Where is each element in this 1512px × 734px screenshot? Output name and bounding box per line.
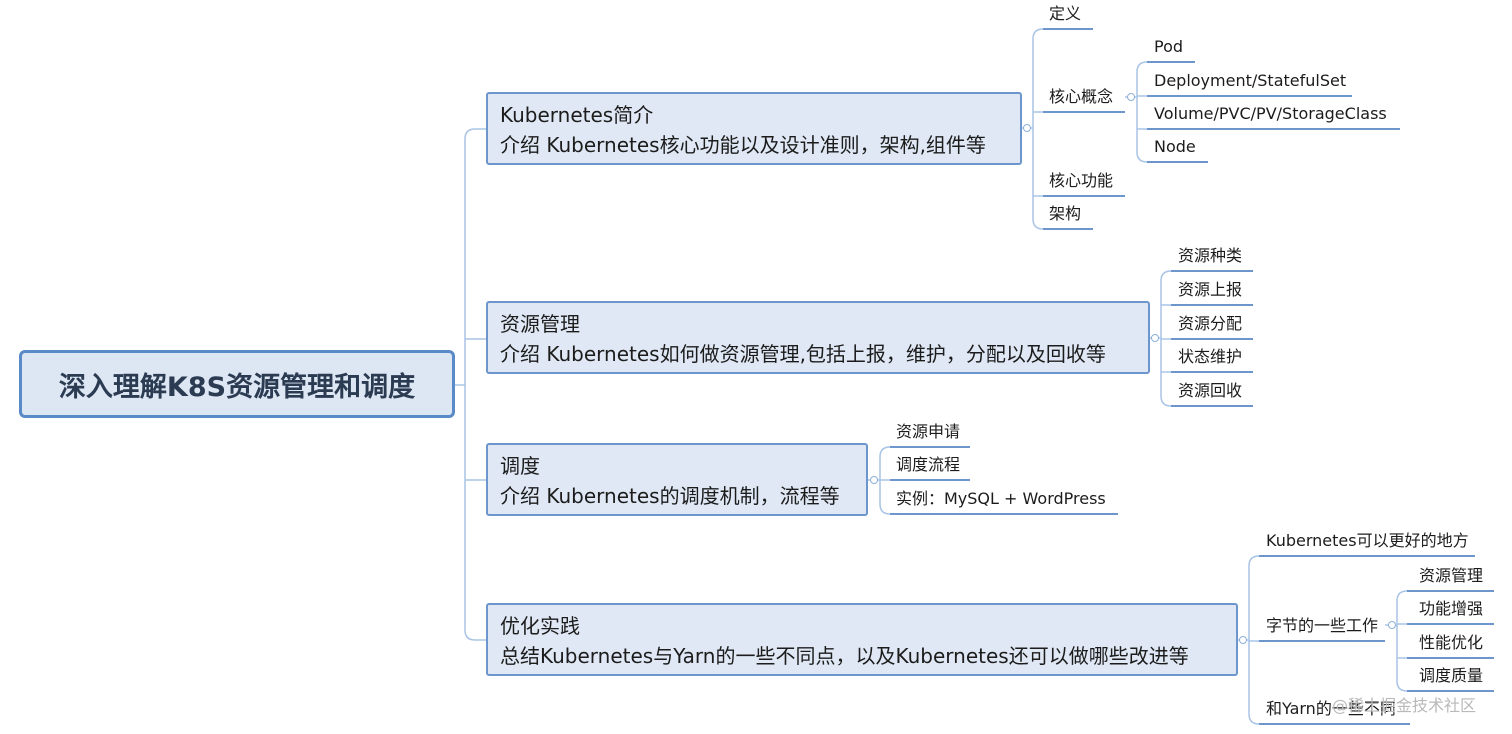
subtopic-deployment[interactable]: Deployment/StatefulSet <box>1154 71 1347 90</box>
subtopic-definition[interactable]: 定义 <box>1049 4 1082 23</box>
topic-resource-management[interactable]: 资源管理 介绍 Kubernetes如何做资源管理,包括上报，维护，分配以及回收… <box>486 301 1150 374</box>
collapse-toggle-icon[interactable] <box>870 476 878 484</box>
topic-kubernetes-intro[interactable]: Kubernetes简介 介绍 Kubernetes核心功能以及设计准则，架构,… <box>486 92 1022 165</box>
topic-title: 优化实践 <box>500 614 580 638</box>
subtopic-kubernetes-better[interactable]: Kubernetes可以更好的地方 <box>1266 531 1469 550</box>
collapse-toggle-icon[interactable] <box>1151 334 1159 342</box>
topic-scheduling[interactable]: 调度 介绍 Kubernetes的调度机制，流程等 <box>486 443 868 516</box>
topic-description: 介绍 Kubernetes核心功能以及设计准则，架构,组件等 <box>500 133 986 157</box>
subtopic-resource-allocation[interactable]: 资源分配 <box>1178 314 1243 333</box>
topic-title: 调度 <box>500 454 540 478</box>
watermark: @稀土掘金技术社区 <box>1332 696 1477 715</box>
collapse-toggle-icon[interactable] <box>1127 93 1135 101</box>
root-topic[interactable]: 深入理解K8S资源管理和调度 <box>19 350 455 418</box>
collapse-toggle-icon[interactable] <box>1239 636 1247 644</box>
collapse-toggle-icon[interactable] <box>1023 124 1031 132</box>
subtopic-example[interactable]: 实例：MySQL + WordPress <box>896 489 1106 508</box>
subtopic-state-maintenance[interactable]: 状态维护 <box>1178 347 1243 366</box>
subtopic-bytedance-feature-enhance[interactable]: 功能增强 <box>1419 599 1484 618</box>
topic-title: 资源管理 <box>500 312 580 336</box>
subtopic-bytedance-performance[interactable]: 性能优化 <box>1419 633 1484 652</box>
subtopic-core-functions[interactable]: 核心功能 <box>1049 171 1114 190</box>
subtopic-resource-types[interactable]: 资源种类 <box>1178 246 1243 265</box>
topic-description: 总结Kubernetes与Yarn的一些不同点，以及Kubernetes还可以做… <box>500 644 1189 668</box>
collapse-toggle-icon[interactable] <box>1388 621 1396 629</box>
subtopic-architecture[interactable]: 架构 <box>1049 204 1082 223</box>
subtopic-resource-report[interactable]: 资源上报 <box>1178 280 1243 299</box>
subtopic-resource-recycle[interactable]: 资源回收 <box>1178 381 1243 400</box>
subtopic-resource-request[interactable]: 资源申请 <box>896 422 961 441</box>
subtopic-bytedance-work[interactable]: 字节的一些工作 <box>1266 616 1379 635</box>
topic-description: 介绍 Kubernetes如何做资源管理,包括上报，维护，分配以及回收等 <box>500 342 1106 366</box>
subtopic-bytedance-quality[interactable]: 调度质量 <box>1419 666 1484 685</box>
topic-optimization-practice[interactable]: 优化实践 总结Kubernetes与Yarn的一些不同点，以及Kubernete… <box>486 603 1238 676</box>
topic-description: 介绍 Kubernetes的调度机制，流程等 <box>500 484 840 508</box>
subtopic-yarn-differences[interactable]: 和Yarn的一些不同 <box>1266 699 1396 718</box>
subtopic-core-concepts[interactable]: 核心概念 <box>1049 87 1114 106</box>
topic-title: Kubernetes简介 <box>500 103 654 127</box>
subtopic-node[interactable]: Node <box>1154 137 1196 156</box>
subtopic-bytedance-resource-mgmt[interactable]: 资源管理 <box>1419 566 1484 585</box>
subtopic-scheduling-flow[interactable]: 调度流程 <box>896 455 961 474</box>
subtopic-volume[interactable]: Volume/PVC/PV/StorageClass <box>1154 104 1387 123</box>
subtopic-pod[interactable]: Pod <box>1154 37 1184 56</box>
